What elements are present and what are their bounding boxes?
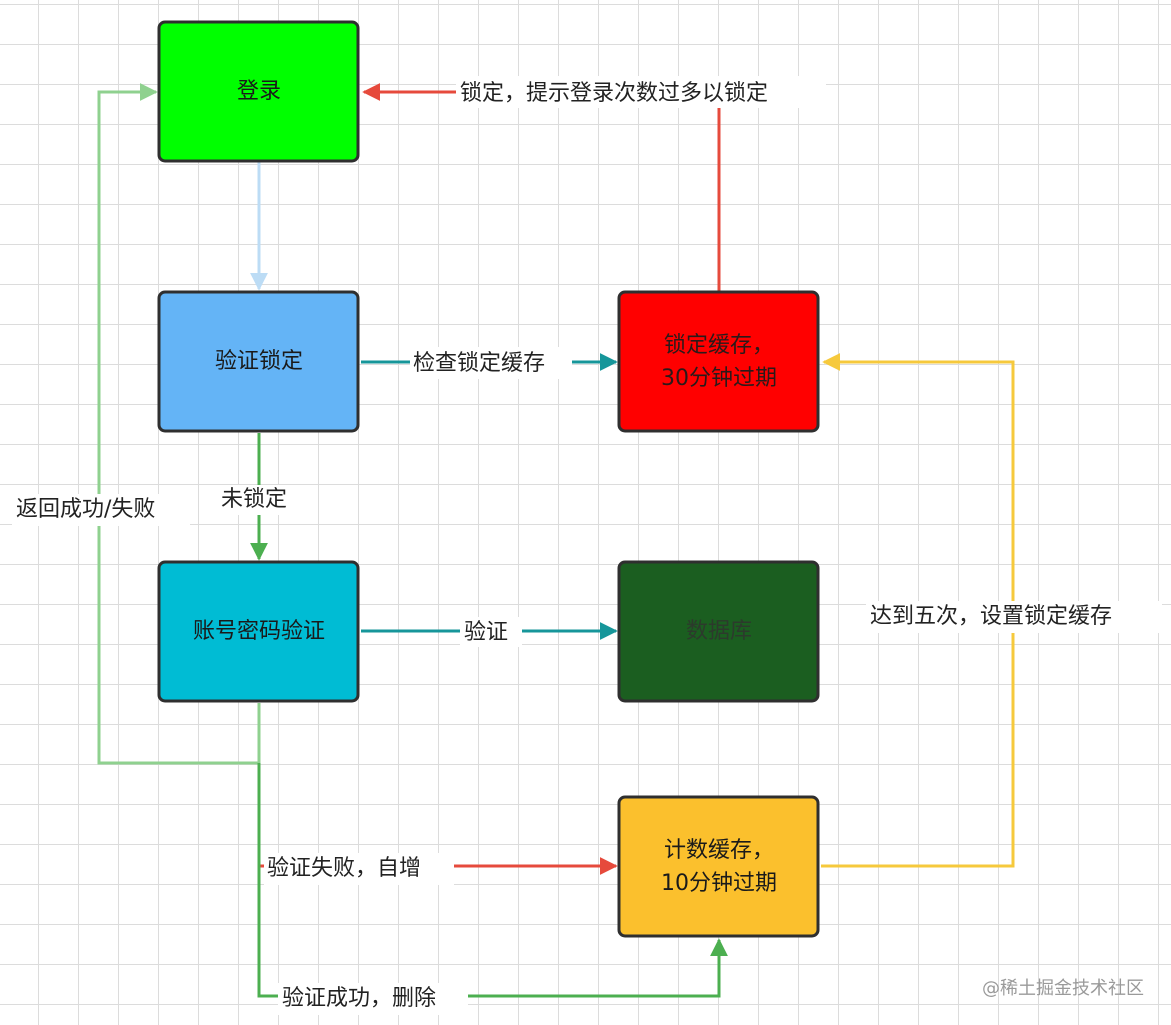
label-bg <box>866 601 1162 633</box>
label-bg <box>218 485 302 515</box>
edge-label-return-result: 返回成功/失败 <box>16 497 155 522</box>
label-bg <box>460 617 522 647</box>
node-lock-cache: 锁定缓存， 30分钟过期 <box>617 290 820 433</box>
edge-label-lock-to-login: 锁定，提示登录次数过多以锁定 <box>460 81 768 106</box>
edge-label-not-locked: 未锁定 <box>221 487 287 512</box>
label-bg <box>456 76 826 108</box>
node-count-cache-line2: 10分钟过期 <box>661 871 777 896</box>
label-bg <box>278 983 468 1015</box>
edge-success-delete <box>257 866 728 998</box>
node-lock-cache-line2: 30分钟过期 <box>661 366 777 391</box>
edge-label-five-times: 达到五次，设置锁定缓存 <box>870 604 1112 629</box>
edge-lock-to-login <box>362 83 721 292</box>
node-database: 数据库 <box>617 560 820 703</box>
node-verify-lock-box <box>157 290 360 433</box>
node-lock-cache-line1: 锁定缓存， <box>664 333 774 358</box>
node-login-box <box>157 20 360 163</box>
node-count-cache-box <box>617 795 820 938</box>
label-bg <box>410 347 572 379</box>
label-bg <box>264 853 454 885</box>
node-login-label: 登录 <box>237 79 281 104</box>
node-database-label: 数据库 <box>686 619 752 644</box>
node-account-verify-box <box>157 560 360 703</box>
edge-label-check-lock: 检查锁定缓存 <box>413 351 545 376</box>
label-bg <box>12 494 190 526</box>
edge-label-verify: 验证 <box>464 620 508 645</box>
node-account-verify: 账号密码验证 <box>157 560 360 703</box>
node-database-box <box>617 560 820 703</box>
edge-return-result <box>97 83 261 765</box>
edge-fail-increment <box>257 763 618 875</box>
edge-label-fail-increment: 验证失败，自增 <box>267 856 421 881</box>
node-count-cache: 计数缓存， 10分钟过期 <box>617 795 820 938</box>
watermark-text: @稀土掘金技术社区 <box>982 978 1144 999</box>
edge-label-success-delete: 验证成功，删除 <box>282 986 436 1011</box>
node-login: 登录 <box>157 20 360 163</box>
node-verify-lock-label: 验证锁定 <box>215 349 303 374</box>
node-account-verify-label: 账号密码验证 <box>193 619 325 644</box>
node-verify-lock: 验证锁定 <box>157 290 360 433</box>
node-count-cache-line1: 计数缓存， <box>664 838 774 863</box>
node-lock-cache-box <box>617 290 820 433</box>
